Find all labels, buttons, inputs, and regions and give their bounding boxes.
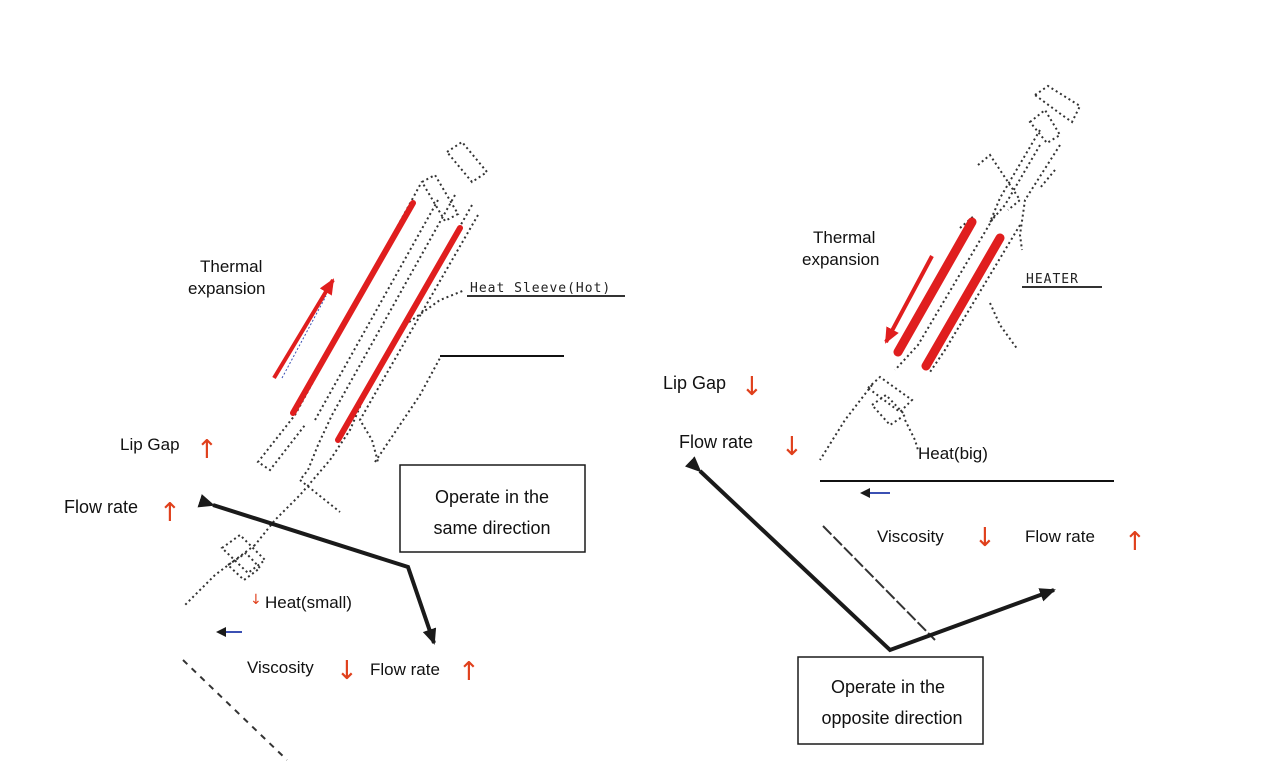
right-lip-gap-label: Lip Gap xyxy=(663,373,726,393)
right-operate-box xyxy=(797,656,984,745)
right-flow-rate-2-label: Flow rate xyxy=(1025,527,1095,546)
left-viscosity-mark: ↓ xyxy=(336,656,358,686)
right-bolt-body xyxy=(819,129,1061,461)
right-flow-rate-mark: ↓ xyxy=(781,432,803,462)
left-bolt-cap xyxy=(420,140,489,223)
right-thermal-arrow xyxy=(884,255,934,344)
right-flow-rate-2-mark: ↑ xyxy=(1124,527,1146,557)
left-heat-label: Heat(small) xyxy=(265,593,352,612)
right-heat-label: Heat(big) xyxy=(918,444,988,463)
left-flow-rate-label: Flow rate xyxy=(64,497,138,517)
right-flow-rate-label: Flow rate xyxy=(679,432,753,452)
left-heater-rod-1 xyxy=(290,200,416,416)
right-operate-box-line2: opposite direction xyxy=(821,708,962,728)
left-flow-rate-mark: ↑ xyxy=(159,498,181,528)
left-thermal-guide xyxy=(281,295,327,379)
left-heater-tag: Heat Sleeve(Hot) xyxy=(470,281,611,296)
right-heater-tag: HEATER xyxy=(1026,272,1079,287)
left-operate-box-line1: Operate in the xyxy=(435,487,549,507)
left-panel: Heat Sleeve(Hot) Thermal expansion Lip G… xyxy=(64,140,625,761)
right-heater-rod-2 xyxy=(921,233,1005,371)
left-operate-box xyxy=(399,464,586,553)
right-thermal-label-line2: expansion xyxy=(802,250,880,269)
left-flow-rate-2-mark: ↑ xyxy=(458,657,480,687)
right-panel: HEATER Thermal expansion Lip Gap ↓ Flow … xyxy=(663,84,1146,745)
left-heat-mark: ↓ xyxy=(250,592,262,608)
right-linkage-arrow xyxy=(685,456,1056,653)
left-heater-rod-2 xyxy=(335,225,463,443)
left-linkage-arrow xyxy=(197,494,437,645)
left-flow-rate-2-label: Flow rate xyxy=(370,660,440,679)
right-lip-gap-mark: ↓ xyxy=(741,372,763,402)
left-lip-gap-label: Lip Gap xyxy=(120,435,180,454)
left-die-lip xyxy=(182,659,288,761)
left-viscosity-label: Viscosity xyxy=(247,658,314,677)
left-thermal-label-line1: Thermal xyxy=(200,257,262,276)
left-thermal-label-line2: expansion xyxy=(188,279,266,298)
left-thermal-arrow xyxy=(272,278,335,380)
right-heater-rod-1 xyxy=(893,217,977,357)
right-thermal-label-line1: Thermal xyxy=(813,228,875,247)
left-operate-box-line2: same direction xyxy=(433,518,550,538)
right-viscosity-label: Viscosity xyxy=(877,527,944,546)
right-operate-box-line1: Operate in the xyxy=(831,677,945,697)
left-lip-gap-mark: ↑ xyxy=(196,435,218,465)
right-viscosity-mark: ↓ xyxy=(974,523,996,553)
